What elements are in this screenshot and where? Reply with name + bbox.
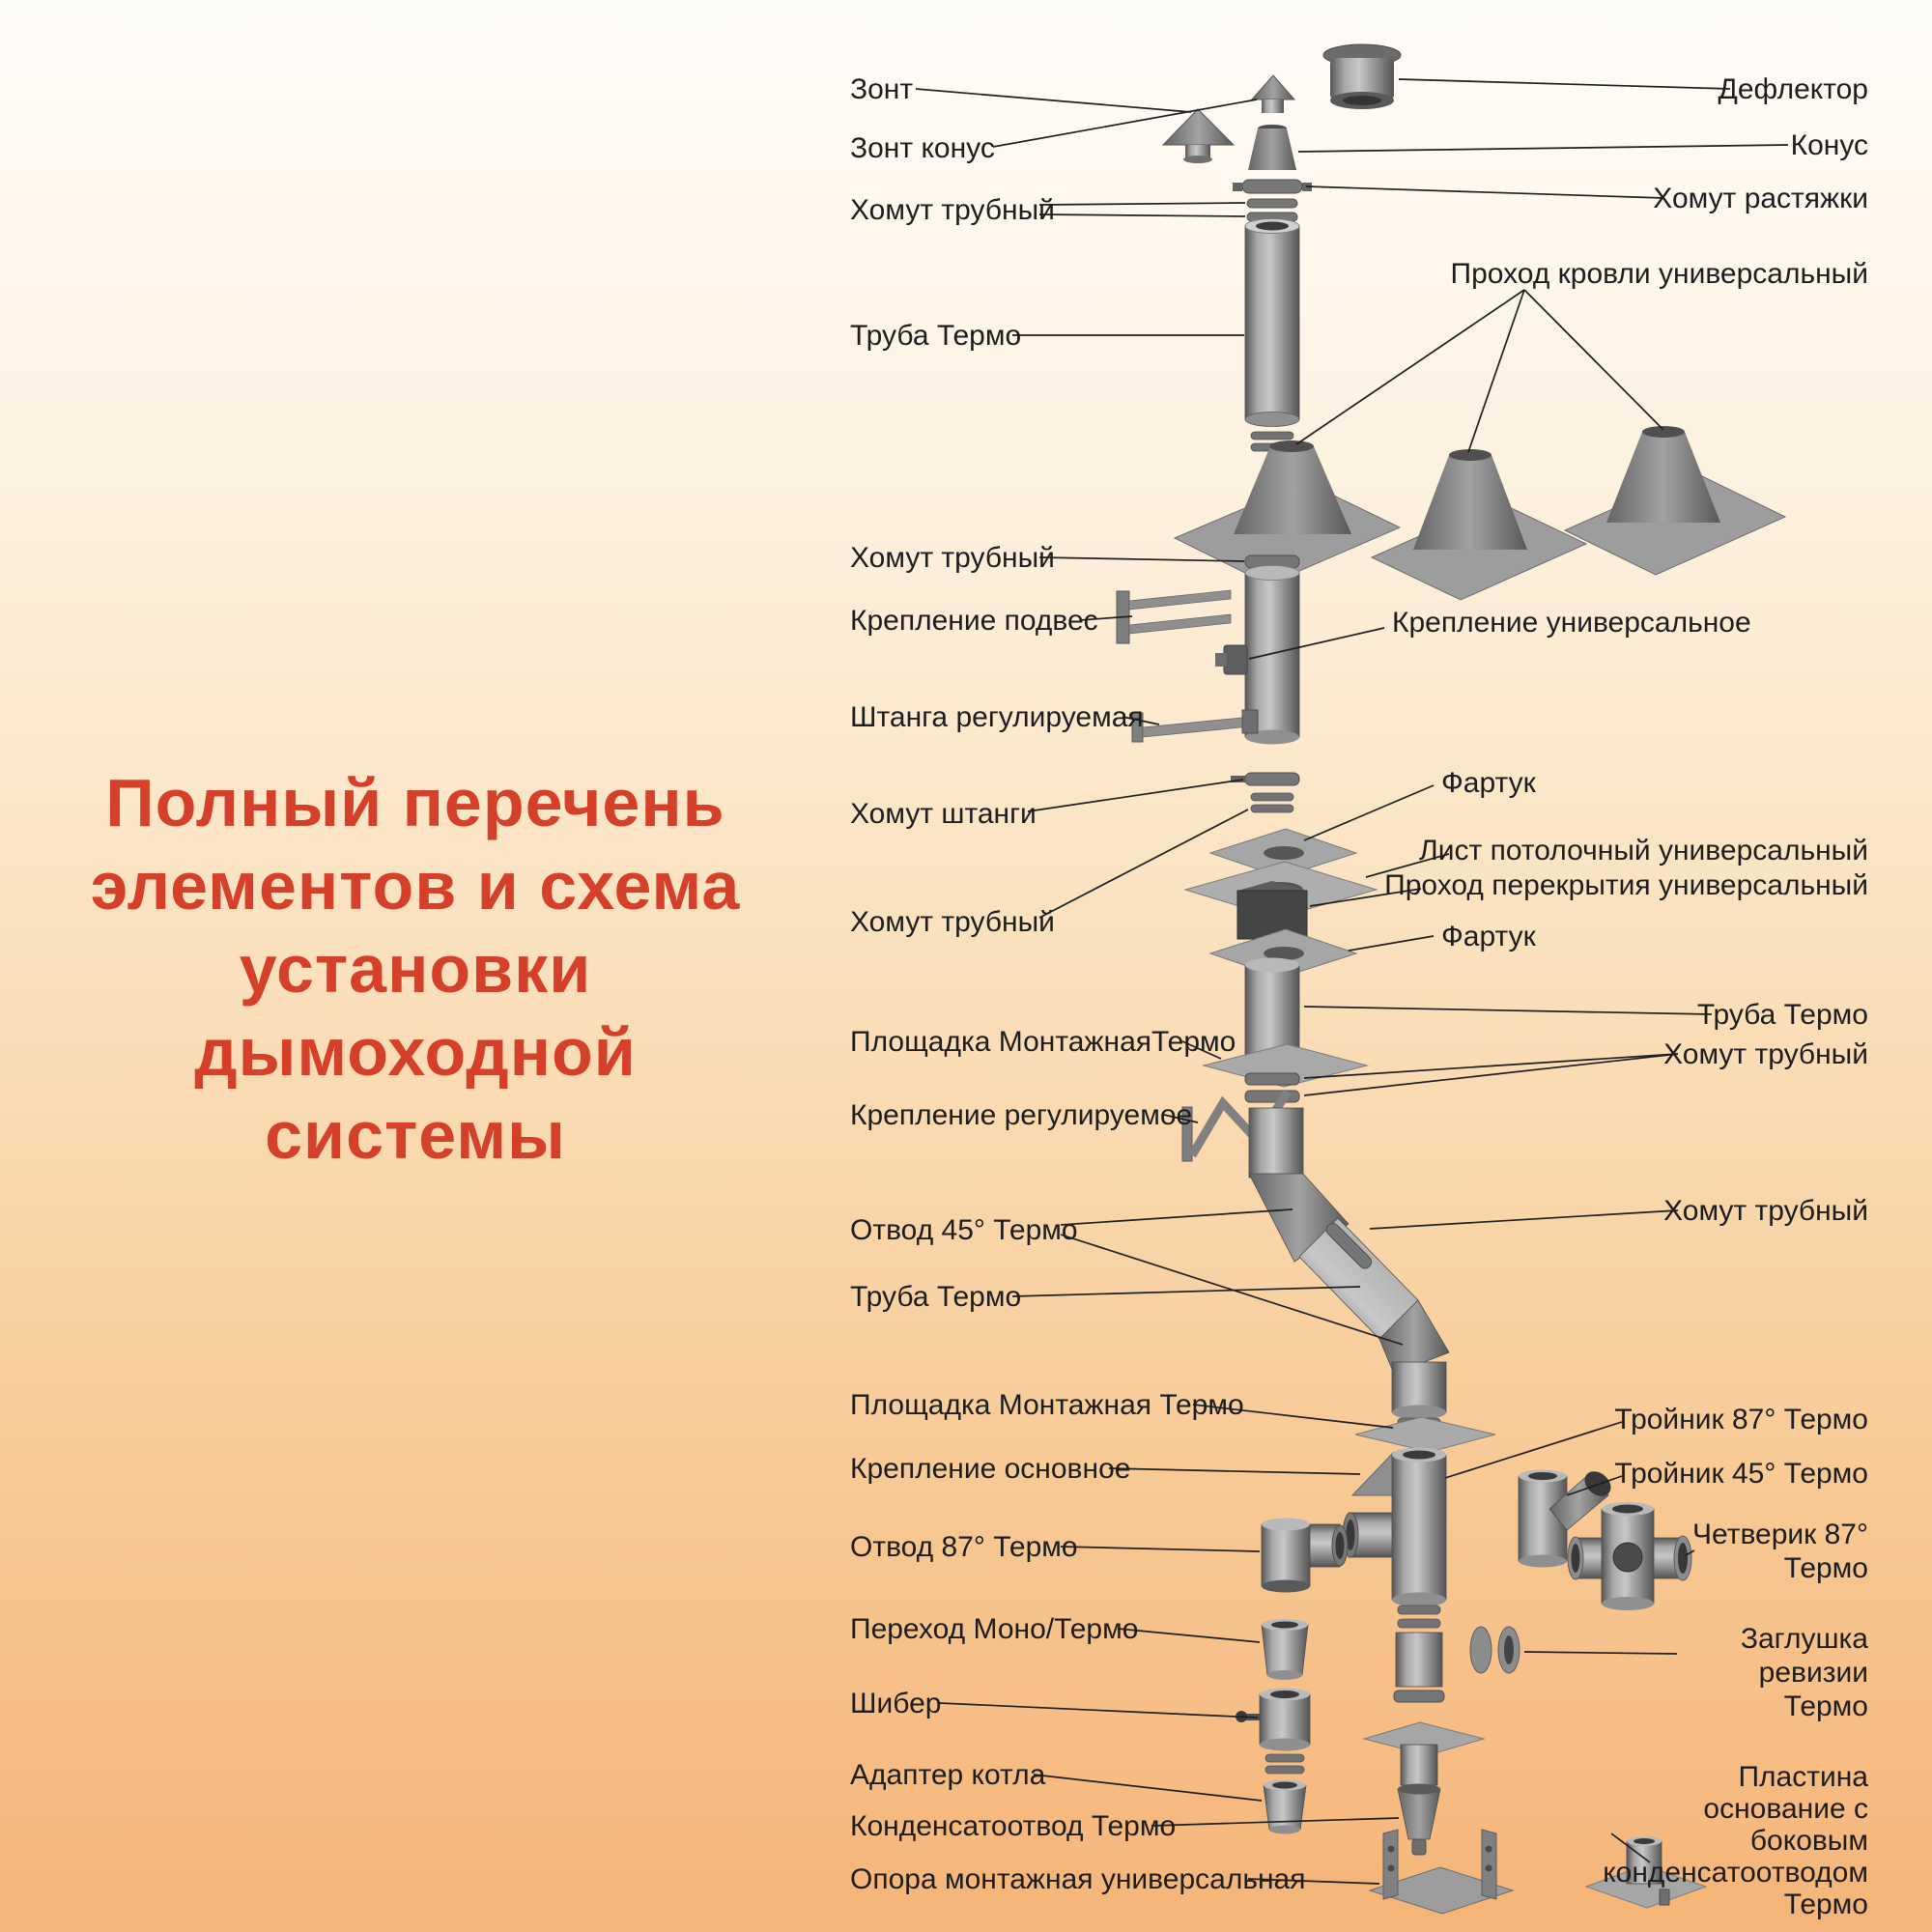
thermo-pipe-5-part (1391, 1361, 1447, 1420)
label-roof-pass: Проход кровли универсальный (1450, 258, 1868, 290)
label-apron-2: Фартук (1441, 921, 1536, 952)
label-pipe-clamp-2: Хомут трубный (850, 542, 1055, 574)
roof-pass-2-part (1370, 449, 1588, 601)
elbow-45-lower-part (1378, 1299, 1450, 1375)
label-main-mount: Крепление основное (850, 1453, 1131, 1485)
thermo-pipe-1-part (1244, 218, 1300, 427)
label-umbrella-cone: Зонт конус (850, 132, 995, 164)
pipe-rings-2-part (1250, 792, 1294, 813)
label-pipe-clamp-r1: Хомут трубный (1663, 1038, 1868, 1070)
label-umbrella: Зонт (850, 73, 914, 105)
mounting-support-part (1368, 1829, 1515, 1915)
label-revision-plug: Заглушка ревизии Термо (1740, 1623, 1868, 1722)
base-plate-part (1584, 1836, 1708, 1909)
hanging-mount-part (1116, 589, 1232, 644)
deflector-part (1322, 43, 1402, 109)
title-line-4: дымоходной (194, 1014, 637, 1090)
label-base-plate: Пластина основание с боковым конденсатоо… (1603, 1761, 1868, 1920)
diagonal-clamp-part (1325, 1222, 1373, 1269)
roof-pass-3-part (1563, 426, 1787, 576)
label-floor-pass: Проход перекрытия универсальный (1384, 869, 1868, 901)
title-line-5: системы (265, 1097, 566, 1173)
apron-1-part (1208, 828, 1358, 878)
label-deflector: Дефлектор (1718, 73, 1868, 105)
label-mounting-support: Опора монтажная универсальная (850, 1863, 1306, 1895)
title-line-3: установки (239, 931, 592, 1007)
page-title: Полный перечень элементов и схема устано… (53, 761, 778, 1177)
pipe-clamps-3-part (1244, 1072, 1300, 1103)
cone-part (1248, 125, 1296, 170)
label-condensate-drain: Конденсатоотвод Термо (850, 1810, 1177, 1842)
damper-part (1236, 1688, 1311, 1751)
mono-thermo-transition-part (1261, 1619, 1309, 1680)
label-pipe-clamp-3: Хомут трубный (850, 906, 1055, 938)
label-thermo-pipe-r: Труба Термо (1696, 999, 1868, 1031)
title-line-1: Полный перечень (105, 765, 725, 840)
universal-mount-part (1215, 644, 1248, 675)
label-guy-clamp: Хомут растяжки (1653, 183, 1868, 214)
label-cone: Конус (1790, 129, 1868, 161)
pipe-rings-4-part (1264, 1753, 1305, 1775)
pipe-clamps-top-part (1246, 198, 1298, 222)
label-apron-1: Фартук (1441, 767, 1536, 799)
label-ceiling-sheet: Лист потолочный универсальный (1419, 835, 1868, 867)
label-universal-mount: Крепление универсальное (1392, 607, 1751, 639)
guy-clamp-part (1233, 179, 1312, 194)
title-line-2: элементов и схема (90, 848, 741, 923)
cross-87-part (1567, 1502, 1692, 1610)
label-tee-45: Тройник 45° Термо (1614, 1458, 1868, 1490)
tee-87-part (1342, 1447, 1447, 1607)
label-boiler-adapter: Адаптер котла (850, 1759, 1046, 1791)
label-tee-87: Тройник 87° Термо (1614, 1404, 1868, 1435)
label-adjustable-mount: Крепление регулируемое (850, 1099, 1193, 1131)
leader-lines (915, 78, 1789, 1885)
condensate-drain-part (1397, 1783, 1441, 1856)
label-pipe-clamp-1: Хомут трубный (850, 194, 1055, 226)
label-hanging-mount: Крепление подвес (850, 605, 1098, 637)
rod-clamp-part (1231, 772, 1300, 786)
boiler-adapter-part (1263, 1779, 1307, 1834)
label-mono-thermo: Переход Моно/Термо (850, 1613, 1139, 1645)
label-rod-clamp: Хомут штанги (850, 798, 1037, 830)
below-tee-stack-part (1362, 1605, 1486, 1786)
label-cross-87: Четверик 87° Термо (1692, 1519, 1868, 1584)
label-elbow-87: Отвод 87° Термо (850, 1531, 1078, 1563)
floor-pass-part (1236, 881, 1308, 940)
label-mounting-platform-1: Площадка МонтажнаяТермо (850, 1026, 1236, 1058)
elbow-87-part (1261, 1518, 1349, 1593)
roof-pass-1-part (1173, 440, 1402, 585)
label-thermo-pipe-2: Труба Термо (850, 1281, 1022, 1313)
label-thermo-pipe-1: Труба Термо (850, 320, 1022, 352)
umbrella-cone-part (1250, 74, 1296, 113)
label-elbow-45: Отвод 45° Термо (850, 1214, 1078, 1246)
umbrella-cap-part (1161, 108, 1236, 163)
label-damper: Шибер (850, 1688, 942, 1719)
adjustable-rod-part (1131, 709, 1259, 743)
label-pipe-clamp-r2: Хомут трубный (1663, 1195, 1868, 1227)
label-mounting-platform-2: Площадка Монтажная Термо (850, 1389, 1244, 1421)
label-adjustable-rod: Штанга регулируемая (850, 701, 1144, 733)
revision-plug-part (1469, 1626, 1520, 1674)
mounting-platform-2-part (1354, 1416, 1496, 1453)
